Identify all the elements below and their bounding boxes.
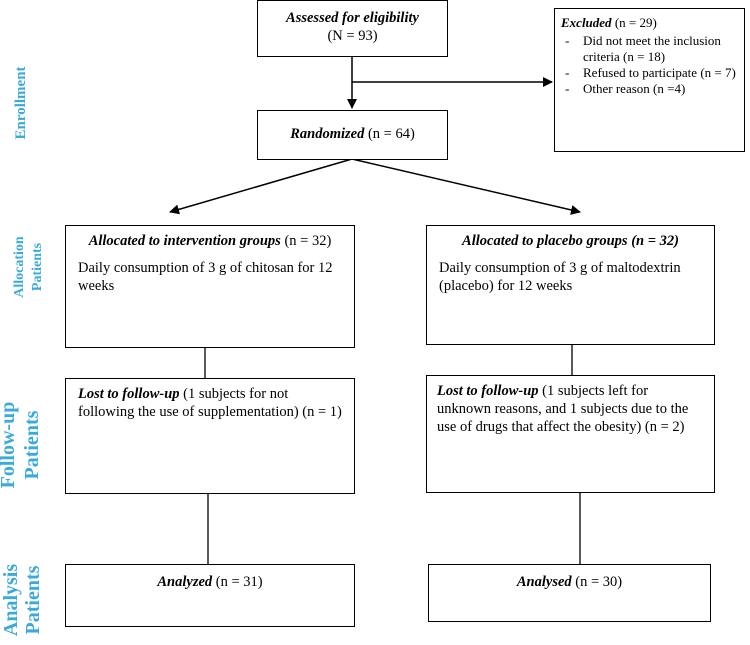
followup-patients-text: Patients [21,410,43,480]
alloc-intervention-desc: Daily consumption of 3 g of chitosan for… [78,260,333,294]
allocation-patients-text: Patients [30,242,45,292]
excluded-reason: Refused to participate (n = 7) [561,65,738,81]
alloc-intervention-title: Allocated to intervention groups [88,233,281,249]
excluded-title: Excluded [561,15,612,30]
arrow-to-intervention [169,158,353,215]
analyzed-intervention-title: Analyzed [157,574,213,590]
analysed-placebo-title: Analysed [516,574,572,590]
analysis-patients-text: Patients [22,565,44,635]
randomized-title: Randomized [290,126,365,142]
allocation-text: Allocation [12,236,27,298]
analysis-text: Analysis [0,563,22,637]
lost-placebo-desc: (1 subjects left for unknown reasons, an… [437,383,689,435]
randomized-count: (n = 64) [364,126,415,142]
excluded-reason: Did not meet the inclusion criteria (n =… [561,33,738,65]
analyzed-intervention-count: (n = 31) [212,574,263,590]
alloc-placebo-title: Allocated to placebo groups (n = 32) [462,233,679,249]
excluded-reason: Other reason (n =4) [561,81,738,97]
assessed-count: (N = 93) [327,28,378,44]
analysis-label: Analysis Patients [0,555,50,645]
lost-placebo-box: Lost to follow-up (1 subjects left for u… [426,375,715,493]
alloc-placebo-box: Allocated to placebo groups (n = 32) Dai… [426,225,715,345]
lost-intervention-desc: (1 subjects for not following the use of… [78,386,342,420]
followup-text: Follow-up [0,401,19,489]
lost-intervention-title: Lost to follow-up [78,386,180,402]
alloc-placebo-desc: Daily consumption of 3 g of maltodextrin… [439,260,681,294]
lost-placebo-title: Lost to follow-up [437,383,539,399]
excluded-reasons: Did not meet the inclusion criteria (n =… [561,33,738,97]
allocation-label: Allocation Patients [11,217,51,317]
analysed-placebo-count: (n = 30) [571,574,623,590]
enrollment-label: Enrollment [11,53,31,153]
excluded-count: (n = 29) [611,15,657,30]
alloc-intervention-box: Allocated to intervention groups (n = 32… [65,225,355,348]
analyzed-intervention-box: Analyzed (n = 31) [65,564,355,627]
lost-intervention-box: Lost to follow-up (1 subjects for not fo… [65,378,355,494]
randomized-box: Randomized (n = 64) [257,110,448,160]
enrollment-text: Enrollment [13,66,29,140]
alloc-intervention-count: (n = 32) [280,233,332,249]
assessed-box: Assessed for eligibility (N = 93) [257,0,448,57]
analysed-placebo-box: Analysed (n = 30) [428,564,711,622]
assessed-title: Assessed for eligibility [286,10,419,26]
excluded-box: Excluded (n = 29) Did not meet the inclu… [554,8,745,152]
alloc-intervention-header: Allocated to intervention groups (n = 32… [78,232,342,250]
followup-label: Follow-up Patients [0,385,46,505]
arrow-to-placebo [351,158,581,215]
excluded-header: Excluded (n = 29) [561,15,738,31]
